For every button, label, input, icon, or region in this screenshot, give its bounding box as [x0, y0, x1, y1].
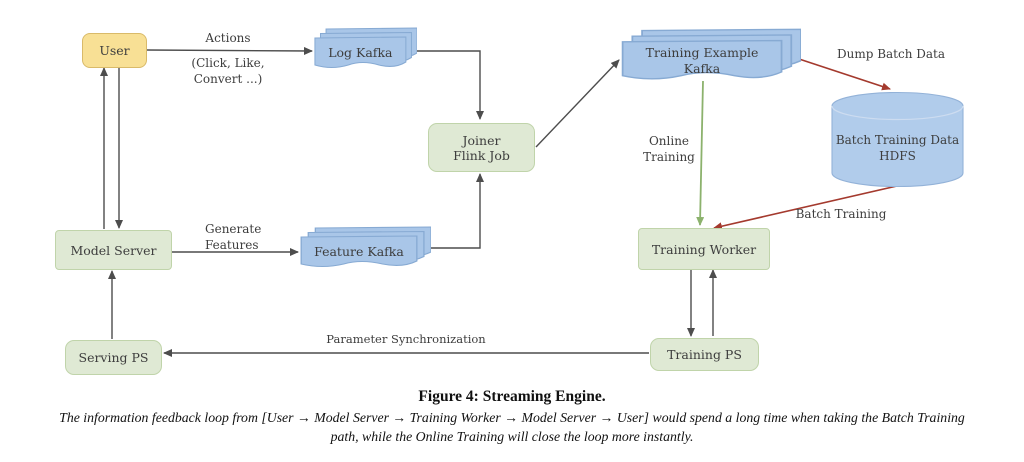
- label-dump-batch-data: Dump Batch Data: [836, 47, 946, 61]
- figure-caption-line2: path, while the Online Training will clo…: [330, 429, 694, 444]
- edge-online-training: [696, 80, 705, 226]
- node-training-example-kafka-label: Training Example Kafka: [645, 45, 759, 76]
- edge-dump-batch-data: [792, 56, 891, 91]
- label-batch-training: Batch Training: [795, 207, 887, 221]
- node-hdfs: Batch Training Data HDFS: [831, 91, 964, 189]
- node-feature-kafka-label: Feature Kafka: [314, 244, 404, 260]
- label-online-training: Online Training: [643, 134, 695, 164]
- label-actions: Actions: [205, 31, 251, 45]
- label-generate-features: Generate Features: [205, 222, 262, 252]
- node-feature-kafka: Feature Kafka: [300, 226, 431, 269]
- edge-user-logkafka: [145, 46, 313, 55]
- figure-caption-line1: The information feedback loop from [User…: [59, 410, 965, 425]
- node-training-worker: Training Worker: [638, 228, 770, 270]
- label-parameter-synchronization: Parameter Synchronization: [326, 332, 486, 346]
- node-model-server: Model Server: [55, 230, 172, 270]
- node-training-example-kafka: Training Example Kafka: [621, 28, 801, 82]
- node-training-ps: Training PS: [650, 338, 759, 371]
- node-serving-ps: Serving PS: [65, 340, 162, 375]
- node-log-kafka: Log Kafka: [314, 27, 417, 70]
- edge-featurekafka-joiner: [431, 173, 484, 249]
- node-joiner-flink-job: Joiner Flink Job: [428, 123, 535, 172]
- edge-batch-training: [713, 185, 898, 231]
- label-actions-detail: (Click, Like, Convert ...): [191, 56, 265, 86]
- figure-caption-title: Figure 4: Streaming Engine.: [418, 388, 606, 405]
- cylinder-shape: [831, 91, 964, 188]
- node-user: User: [82, 33, 147, 68]
- edge-joiner-trainingexamplekafka: [535, 59, 620, 148]
- node-hdfs-label: Batch Training Data HDFS: [835, 133, 960, 163]
- node-log-kafka-label: Log Kafka: [328, 45, 393, 61]
- edge-logkafka-joiner: [407, 50, 484, 120]
- node-user-label: User: [99, 43, 130, 58]
